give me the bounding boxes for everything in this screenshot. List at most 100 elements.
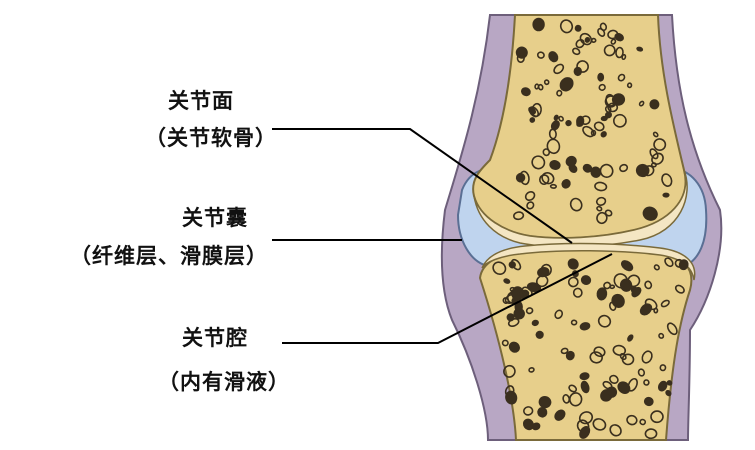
bone-pore — [567, 258, 579, 270]
bone-pore — [603, 44, 616, 57]
bone-pore — [639, 418, 647, 426]
label-articular-surface-note: （关节软骨） — [145, 126, 277, 150]
bone-pore — [522, 418, 535, 431]
bone-pore — [569, 197, 583, 212]
bone-pore — [535, 275, 549, 288]
bone-pore — [604, 209, 613, 217]
bone-pore — [674, 284, 685, 294]
upper-articular-cartilage — [473, 169, 688, 248]
label-joint-cavity-note: （内有滑液） — [158, 370, 290, 394]
bone-pore — [568, 392, 583, 407]
bone-pore — [596, 287, 608, 301]
bone-pore — [508, 341, 520, 353]
bone-pore — [661, 173, 673, 187]
bone-pore — [636, 46, 644, 52]
bone-pore — [561, 179, 571, 189]
bone-pore — [596, 205, 603, 212]
bone-pore — [570, 319, 578, 326]
bone-pore — [516, 53, 525, 63]
bone-pore — [541, 172, 555, 185]
leader-line-joint-cavity — [282, 253, 613, 344]
bone-pore — [626, 414, 638, 426]
bone-pore — [536, 51, 545, 59]
bone-pore — [528, 367, 535, 373]
bone-pore — [642, 206, 658, 221]
spongy-bone-texture — [492, 17, 689, 440]
bone-pore — [579, 372, 590, 381]
bone-pore — [664, 257, 674, 268]
bone-pore — [593, 346, 606, 358]
bone-pore — [511, 297, 518, 304]
bone-pore — [612, 344, 627, 356]
bone-pore — [613, 273, 629, 289]
bone-pore — [546, 138, 561, 155]
bone-pore — [508, 261, 516, 269]
bone-pore — [610, 38, 617, 45]
bone-pore — [609, 374, 619, 385]
bone-pore — [617, 73, 626, 82]
bone-pore — [538, 174, 550, 185]
bone-pore — [590, 37, 597, 44]
bone-pore — [553, 63, 565, 75]
bone-pore — [635, 163, 650, 178]
bone-pore — [643, 379, 650, 386]
bone-pore — [554, 409, 566, 421]
bone-pore — [599, 163, 614, 178]
bone-pore — [556, 89, 563, 97]
bone-pore — [607, 29, 619, 40]
bone-pore — [617, 381, 631, 394]
bone-pore — [535, 330, 544, 339]
bone-pore — [653, 264, 660, 271]
bone-pore — [631, 286, 642, 298]
bone-pore — [565, 119, 572, 127]
bone-pore — [574, 24, 582, 32]
bone-pore — [513, 211, 525, 221]
bone-pore — [580, 275, 592, 286]
leader-line-articular-surface — [272, 128, 573, 244]
bone-pore — [593, 121, 605, 132]
bone-pore — [615, 46, 624, 59]
bone-pore — [652, 131, 659, 138]
bone-pore — [627, 274, 641, 288]
bone-pore — [549, 160, 561, 170]
bone-pore — [660, 299, 670, 308]
bone-pore — [525, 307, 534, 315]
bone-pore — [644, 280, 653, 290]
bone-pore — [613, 113, 627, 128]
bone-pore — [531, 319, 539, 327]
bone-pore — [507, 317, 520, 328]
bone-pore — [626, 82, 633, 89]
bone-pore — [554, 309, 564, 320]
bone-pore — [529, 117, 536, 123]
bone-pore — [619, 163, 629, 173]
bone-pore — [597, 72, 605, 82]
bone-pore — [505, 390, 518, 405]
bone-pore — [609, 424, 622, 437]
label-articular-surface: 关节面 — [168, 89, 234, 113]
label-joint-cavity: 关节腔 — [182, 326, 248, 350]
bone-pore — [559, 19, 574, 34]
bone-pore — [548, 128, 557, 140]
lower-articular-cartilage — [481, 242, 696, 281]
bone-pore — [597, 314, 612, 328]
bone-pore — [597, 27, 606, 37]
bone-pore — [666, 322, 678, 336]
bone-pore — [538, 395, 552, 409]
bone-pore — [503, 364, 516, 378]
bone-pore — [567, 276, 579, 288]
bone-pore — [659, 364, 667, 372]
bone-pore — [611, 293, 625, 308]
bone-pore — [532, 17, 545, 32]
bone-pore — [582, 125, 595, 138]
bone-pore — [649, 148, 659, 160]
bone-pore — [540, 263, 552, 277]
bone-pore — [584, 36, 591, 43]
bone-pore — [528, 106, 537, 115]
bone-pore — [537, 83, 544, 91]
bone-pore — [606, 386, 618, 398]
bone-pore — [650, 410, 664, 424]
bone-pore — [580, 380, 590, 394]
bone-pore — [531, 155, 546, 170]
label-joint-capsule-note: （纤维层、滑膜层） — [70, 244, 268, 268]
